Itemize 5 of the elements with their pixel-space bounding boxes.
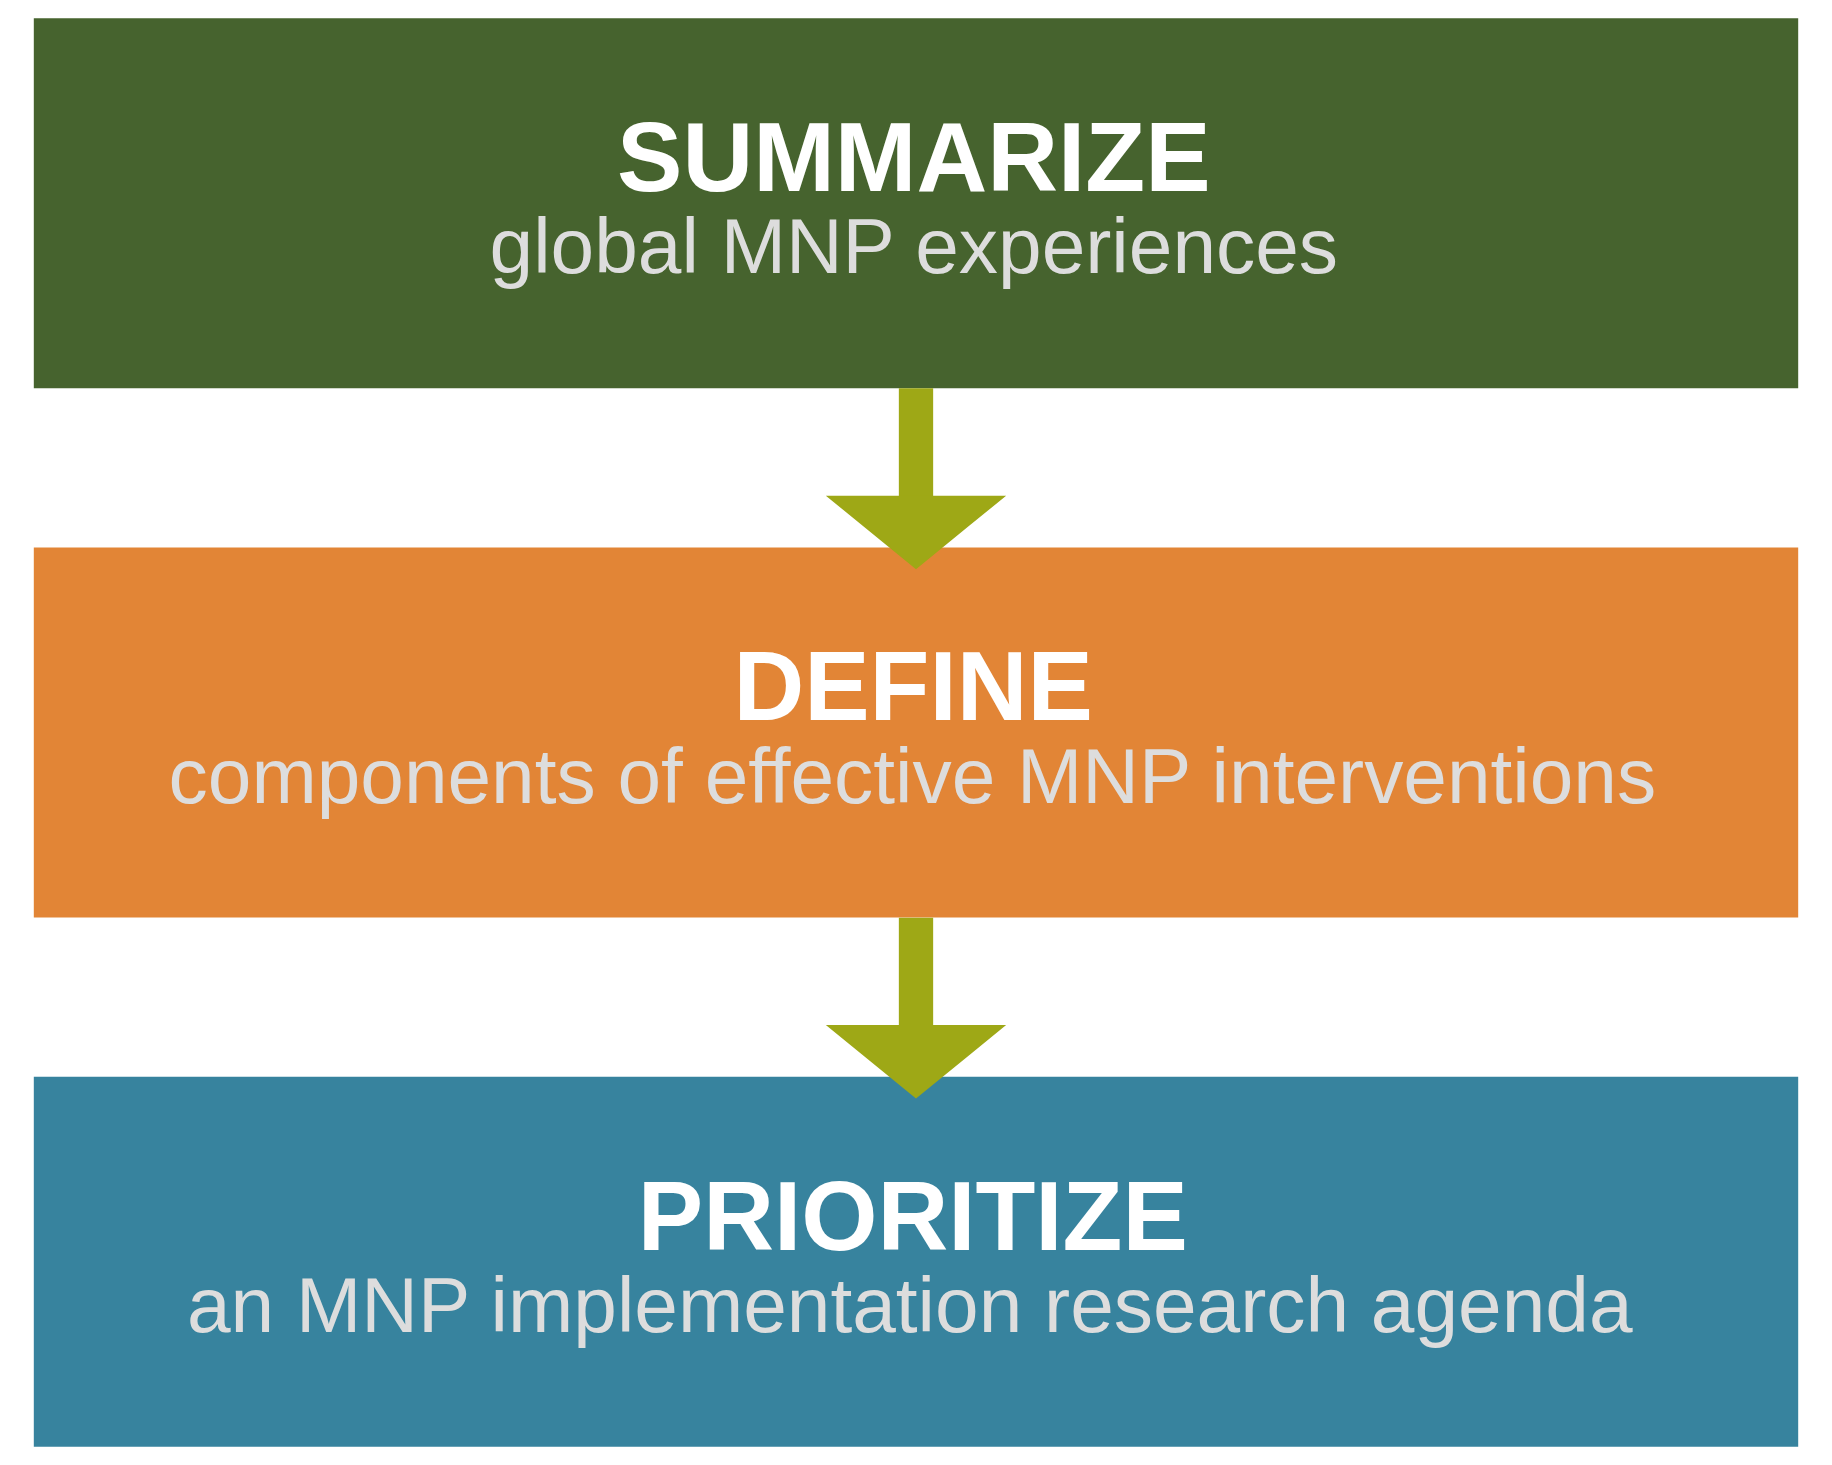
arrow: [825, 388, 1007, 570]
arrow: [825, 917, 1007, 1099]
node-box: DEFINE components of effective MNP interventions: [33, 547, 1799, 918]
node-box: SUMMARIZE global MNP experiences: [33, 18, 1799, 389]
node-box: PRIORITIZE an MNP implementation research agenda: [33, 1076, 1799, 1447]
